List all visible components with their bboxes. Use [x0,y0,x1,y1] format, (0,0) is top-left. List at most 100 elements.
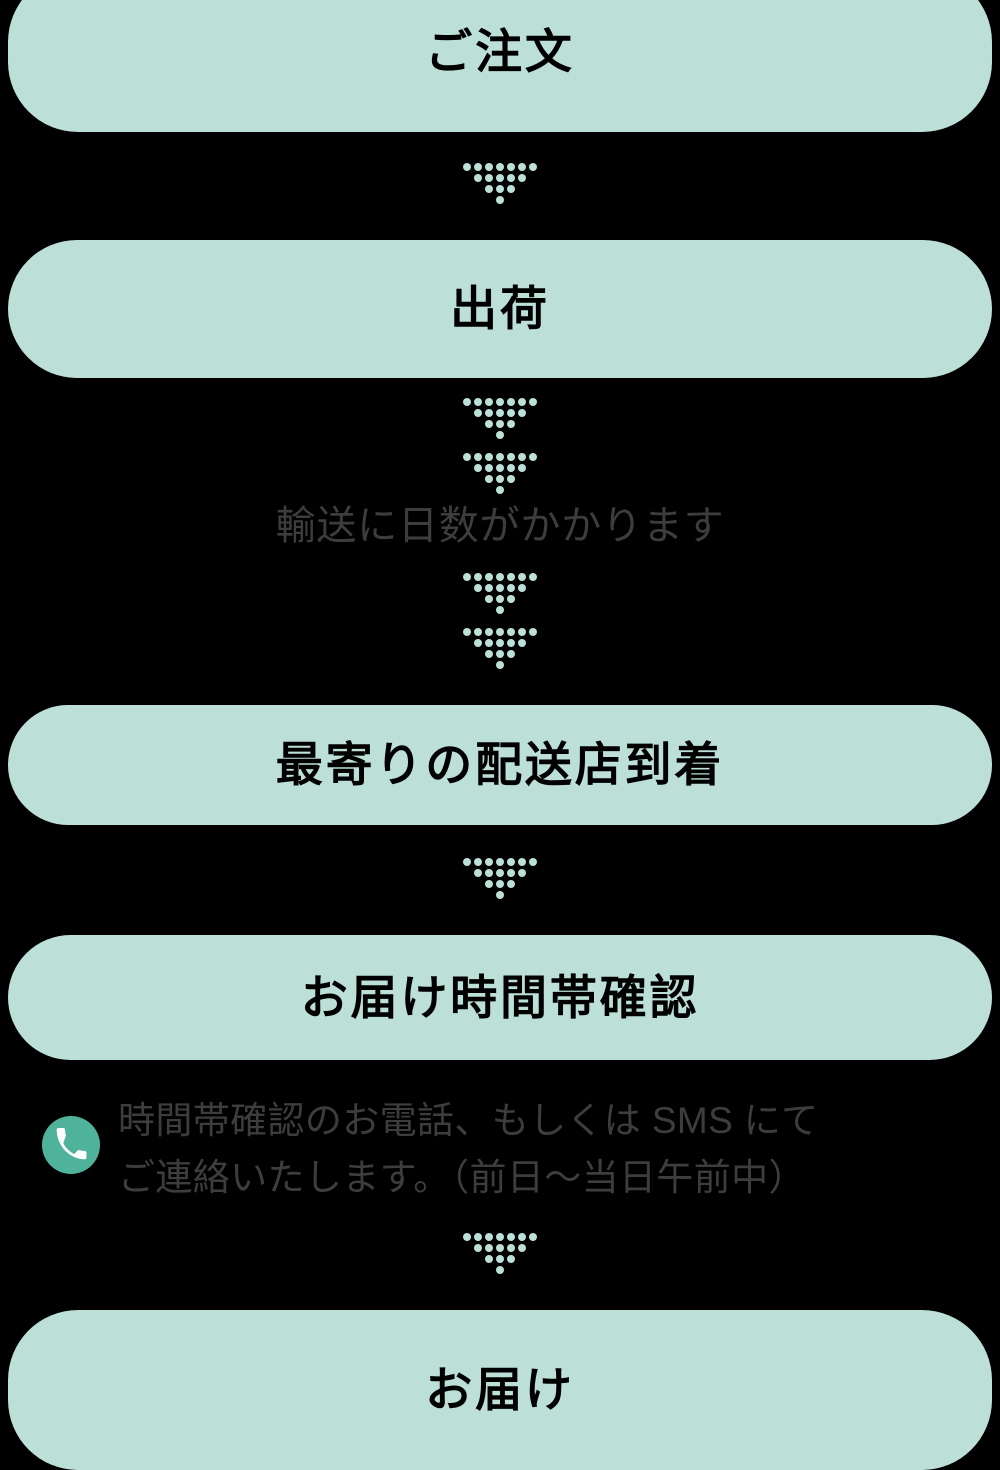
dot [529,573,537,581]
dot [507,453,515,461]
dot [463,858,471,866]
dot [496,420,504,428]
dotted-triangle-down-icon [0,1233,1000,1274]
dot [474,163,482,171]
dot [463,628,471,636]
dot [496,639,504,647]
dot [529,1233,537,1241]
dot [507,163,515,171]
dot [496,628,504,636]
dot [507,464,515,472]
dot [507,1255,515,1263]
phone-icon [42,1116,100,1174]
dot [496,409,504,417]
dot [463,453,471,461]
dot [485,1233,493,1241]
flow-step-label: ご注文 [425,25,575,79]
dot [518,398,526,406]
dot [474,1244,482,1252]
dot [507,475,515,483]
dot [496,606,504,614]
flow-step-label: お届け時間帯確認 [300,970,700,1024]
dot [496,464,504,472]
dot [507,1244,515,1252]
dot [485,1244,493,1252]
dot-row [463,858,537,866]
dot [496,880,504,888]
contact-note: 時間帯確認のお電話、もしくは SMS にて ご連絡いたします。（前日〜当日午前中… [42,1092,982,1207]
dot-row [474,639,526,647]
dot-row [474,869,526,877]
dot [529,453,537,461]
dot [518,1233,526,1241]
dotted-triangle-down-icon [0,858,1000,899]
dot-row [485,650,515,658]
dot [496,196,504,204]
dot [529,628,537,636]
dot [496,584,504,592]
dot [474,409,482,417]
dot-row [474,174,526,182]
dot-row [463,573,537,581]
dot [507,1233,515,1241]
dot [518,163,526,171]
dot-row [474,409,526,417]
dot [474,398,482,406]
dot [496,650,504,658]
dot-row [463,398,537,406]
dot [507,409,515,417]
dot [463,1233,471,1241]
dot [518,869,526,877]
dot [485,584,493,592]
dot [518,453,526,461]
dot [496,1244,504,1252]
dot [485,595,493,603]
dot [485,475,493,483]
dot [507,398,515,406]
dot-row [496,196,504,204]
flow-step-label: 出荷 [450,282,550,336]
dot [507,869,515,877]
dot [485,573,493,581]
dot [518,174,526,182]
dot-row [474,464,526,472]
dot-row [463,163,537,171]
dot [474,464,482,472]
dot [485,185,493,193]
dot-row [485,475,515,483]
dot-row [496,661,504,669]
dot-row [463,628,537,636]
dot [485,858,493,866]
dot [529,858,537,866]
flow-step-order: ご注文 [8,0,992,132]
dot [518,584,526,592]
dot [529,163,537,171]
dot [496,163,504,171]
contact-note-text: 時間帯確認のお電話、もしくは SMS にて ご連絡いたします。（前日〜当日午前中… [118,1100,819,1199]
dot [485,174,493,182]
dot [485,163,493,171]
dot-row [474,1244,526,1252]
dot-row [474,584,526,592]
dot [496,858,504,866]
dot [507,174,515,182]
dot [474,584,482,592]
dot-row [463,1233,537,1241]
dot [496,573,504,581]
flow-step-local-depot: 最寄りの配送店到着 [8,705,992,825]
dotted-triangle-down-icon [0,453,1000,494]
dotted-triangle-down-icon [0,163,1000,204]
dotted-triangle-down-icon [0,628,1000,669]
dot-row [496,486,504,494]
dot [518,858,526,866]
dot [496,1255,504,1263]
dot-row [496,891,504,899]
dot [507,420,515,428]
dot [485,650,493,658]
dot [496,431,504,439]
dot [518,573,526,581]
dot [518,1244,526,1252]
dotted-triangle-down-icon [0,398,1000,439]
flow-step-timeslot-check: お届け時間帯確認 [8,935,992,1060]
